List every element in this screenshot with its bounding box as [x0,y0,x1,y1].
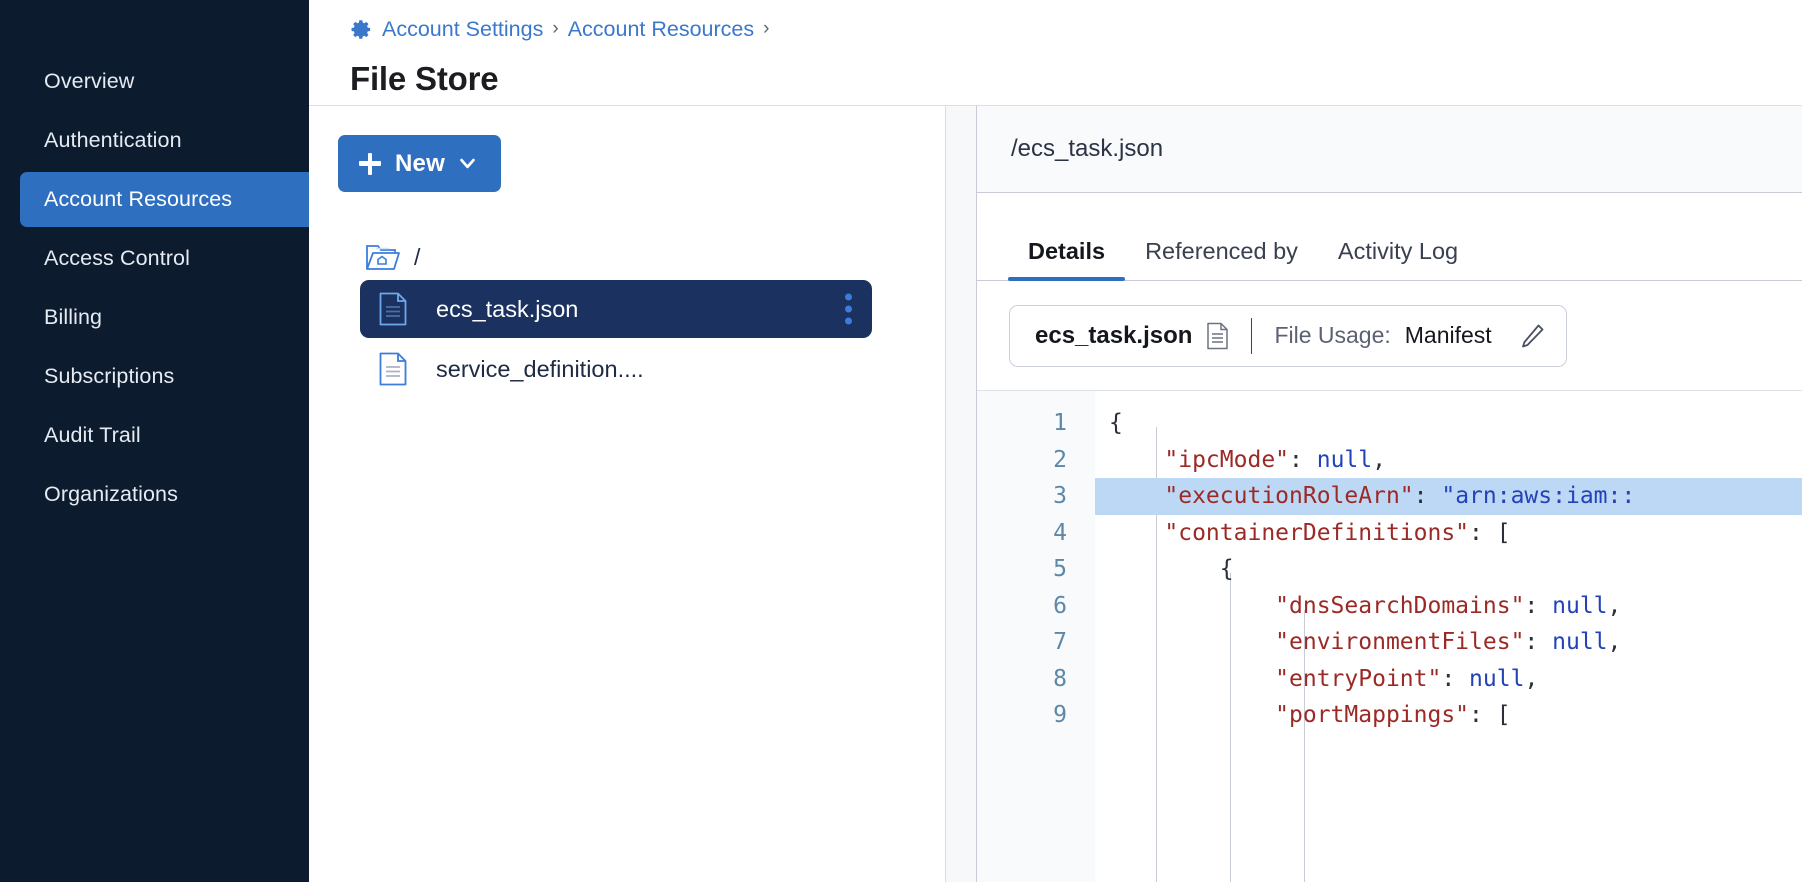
page-title: File Store [350,60,499,97]
file-tree-row[interactable]: ecs_task.json [360,280,872,338]
breadcrumb-separator: › [552,18,559,39]
main-area: Account Settings › Account Resources › File… [309,0,1802,882]
file-usage-label: File Usage: [1274,322,1391,348]
info-card-filename: ecs_task.json [1035,321,1193,349]
new-button[interactable]: New [338,135,501,192]
gear-icon [351,19,371,39]
sidebar-item-account-resources[interactable]: Account Resources [20,172,309,227]
code-line: { [1219,556,1234,582]
sidebar-item-access-control[interactable]: Access Control [0,231,309,286]
sidebar-item-label: Overview [44,69,135,93]
kebab-menu-icon[interactable] [845,293,852,325]
file-info-card: ecs_task.json File Usage: Manifest [1009,304,1567,367]
line-number: 8 [1053,665,1067,692]
tab-details[interactable]: Details [1008,238,1126,281]
sidebar-item-label: Billing [44,305,103,329]
sidebar-item-label: Access Control [44,246,190,270]
breadcrumb-separator: › [763,18,770,39]
sidebar-item-organizations[interactable]: Organizations [0,467,309,522]
detail-tabs: Details Referenced by Activity Log [977,193,1802,281]
plus-icon [359,152,381,175]
file-tree-panel: New / ecs_task.j [309,106,945,882]
document-icon [1207,322,1229,349]
file-name-label: ecs_task.json [436,295,579,322]
tree-root-label: / [414,243,421,270]
card-divider [1251,317,1253,354]
file-tree: / ecs_task.json service_definition.... [338,236,945,398]
content-row: New / ecs_task.j [309,106,1802,882]
code-line: "portMappings": [ [1275,702,1511,728]
file-name-label: service_definition.... [436,355,644,382]
code-line: "entryPoint": null, [1275,665,1539,692]
code-line: "ipcMode": null, [1164,446,1386,473]
sidebar-item-overview[interactable]: Overview [0,54,309,109]
sidebar-item-label: Organizations [44,482,178,506]
code-line: "environmentFiles": null, [1275,629,1622,655]
code-line: "executionRoleArn": "arn:aws:iam:: [1095,478,1802,515]
code-line: "containerDefinitions": [ [1164,519,1511,546]
line-number: 4 [1053,519,1067,546]
code-editor[interactable]: 1 2 3 4 5 6 7 8 9 { "ipcMode": null, "executionR… [977,391,1802,882]
sidebar-item-label: Authentication [44,128,182,152]
line-number: 1 [1053,410,1067,436]
line-number: 3 [1053,483,1067,509]
breadcrumb: Account Settings › Account Resources › [350,10,1802,48]
line-number: 2 [1053,446,1067,473]
sidebar-item-authentication[interactable]: Authentication [0,113,309,168]
panel-splitter[interactable] [945,106,977,882]
file-icon [379,352,407,386]
sidebar-item-subscriptions[interactable]: Subscriptions [0,349,309,404]
line-number-gutter: 1 2 3 4 5 6 7 8 9 [977,391,1095,882]
code-line: { [1109,410,1123,436]
tab-referenced-by[interactable]: Referenced by [1145,238,1298,264]
code-content[interactable]: { "ipcMode": null, "executionRoleArn": "… [1095,391,1802,882]
breadcrumb-link-1[interactable]: Account Settings [382,16,544,41]
sidebar-item-label: Audit Trail [44,423,141,447]
sidebar-item-audit-trail[interactable]: Audit Trail [0,408,309,463]
file-path-header: /ecs_task.json [977,106,1802,193]
code-line: "dnsSearchDomains": null, [1275,592,1622,619]
file-usage-value: Manifest [1404,322,1492,348]
line-number: 7 [1053,629,1067,655]
top-bar: Account Settings › Account Resources › File… [309,0,1802,106]
line-number: 6 [1053,592,1067,619]
file-icon [379,292,407,326]
tree-root-folder[interactable]: / [338,236,945,278]
new-button-label: New [395,149,445,177]
detail-panel: /ecs_task.json Details Referenced by Activ… [977,106,1802,882]
file-info-zone: ecs_task.json File Usage: Manifest [977,281,1802,391]
pencil-icon[interactable] [1518,322,1546,350]
breadcrumb-link-2[interactable]: Account Resources [567,16,755,41]
chevron-down-icon [460,158,475,169]
file-tree-row[interactable]: service_definition.... [360,340,872,398]
tab-activity-log[interactable]: Activity Log [1337,238,1459,264]
line-number: 9 [1053,702,1067,728]
line-number: 5 [1053,556,1067,582]
sidebar-item-label: Subscriptions [44,364,175,388]
folder-home-icon [366,245,400,270]
sidebar-item-label: Account Resources [44,187,233,211]
sidebar-item-billing[interactable]: Billing [0,290,309,345]
